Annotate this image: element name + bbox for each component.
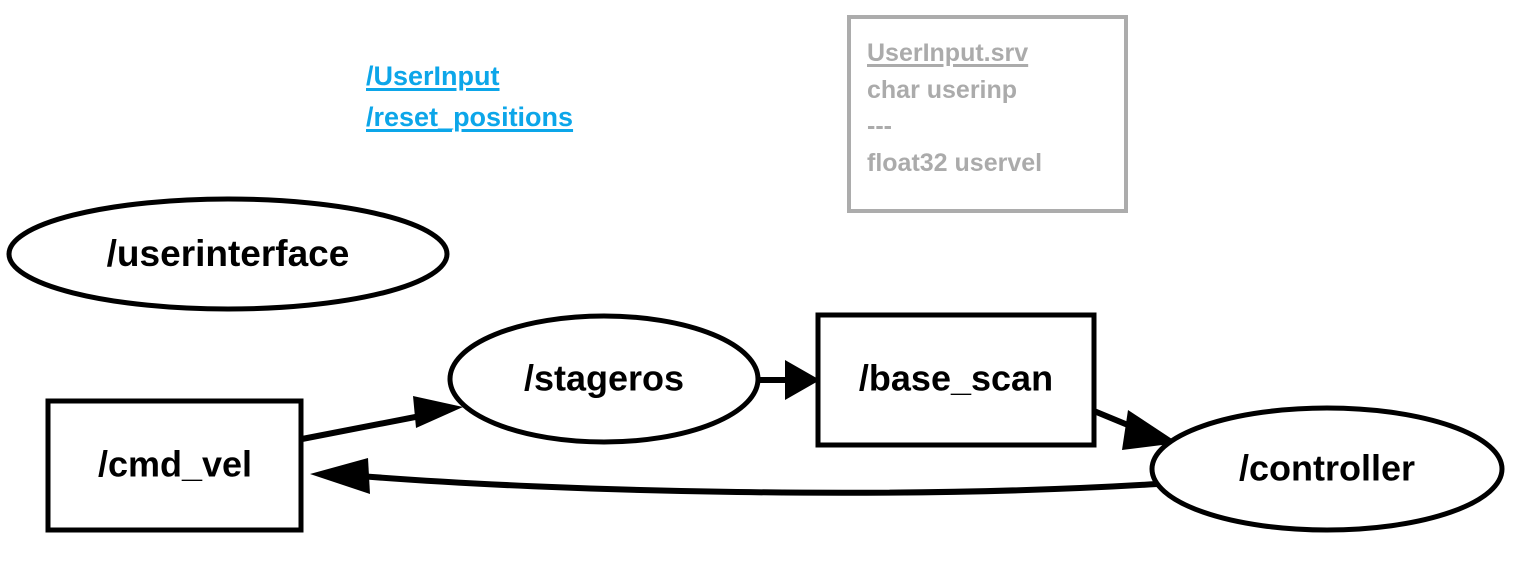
node-label: /base_scan (859, 358, 1053, 399)
node-label: /cmd_vel (98, 444, 252, 485)
service-link-reset-positions[interactable]: /reset_positions (366, 102, 574, 133)
arrowhead-icon (785, 360, 820, 400)
edge-cmd_vel-to-stageros (301, 396, 463, 442)
node-shape-ellipse (6, 196, 450, 312)
edge-line (359, 473, 1158, 496)
service-link-userinput[interactable]: /UserInput (366, 61, 500, 91)
service-definition-filename: UserInput.srv (867, 39, 1029, 67)
service-definition-request-field: char userinp (867, 75, 1018, 104)
arrowhead-icon (413, 396, 463, 428)
service-definition-response-field: float32 uservel (867, 148, 1043, 177)
node-shape-ellipse (1149, 405, 1505, 533)
node-shape-ellipse (447, 313, 761, 445)
node-cmd_vel[interactable]: /cmd_vel (45, 398, 304, 533)
edge-base_scan-to-controller (1092, 408, 1178, 450)
arrowhead-icon (1122, 410, 1178, 450)
arrowhead-icon (310, 458, 370, 494)
node-shape-rect (45, 398, 304, 533)
node-label: /userinterface (107, 233, 350, 274)
service-link-list: /UserInput /reset_positions (366, 56, 573, 138)
edge-controller-to-cmd_vel (310, 458, 1158, 496)
node-controller[interactable]: /controller (1149, 405, 1505, 533)
service-definition-box: UserInput.srv char userinp --- float32 u… (847, 15, 1128, 213)
node-stageros[interactable]: /stageros (447, 313, 761, 445)
service-definition-separator: --- (867, 112, 892, 140)
node-userinterface[interactable]: /userinterface (6, 196, 450, 312)
service-definition-content: UserInput.srv char userinp --- float32 u… (851, 19, 1124, 181)
edge-stageros-to-base_scan (758, 360, 820, 400)
node-group: /userinterface /stageros /base_scan /con… (6, 196, 1505, 533)
node-shape-rect (815, 312, 1097, 448)
node-label: /stageros (524, 358, 684, 399)
node-base_scan[interactable]: /base_scan (815, 312, 1097, 448)
edge-group (301, 360, 1178, 496)
node-label: /controller (1239, 448, 1415, 489)
